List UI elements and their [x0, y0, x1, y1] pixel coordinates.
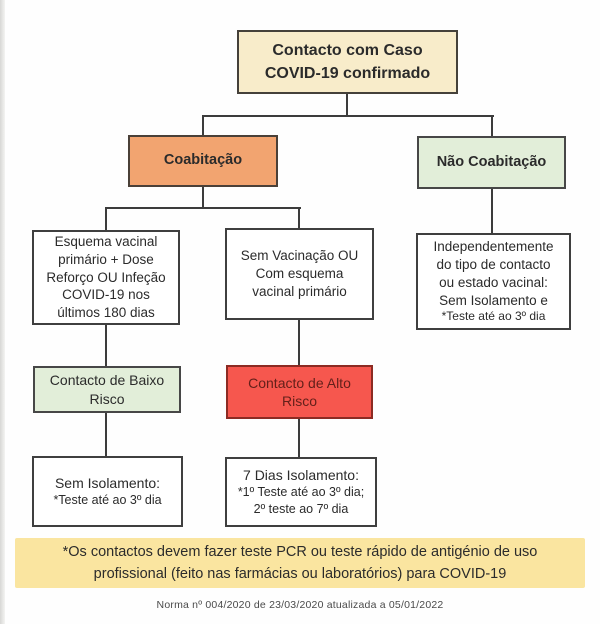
condition-note-text: *Teste até ao 3º dia — [441, 309, 546, 324]
connector-line — [491, 115, 493, 136]
connector-line — [298, 207, 300, 228]
title-box: Contacto com Caso COVID-19 confirmado — [237, 30, 458, 94]
outcome-low-title: Sem Isolamento: — [54, 474, 161, 491]
branch-nao-coabitacao: Não Coabitação — [417, 136, 566, 189]
connector-line — [202, 115, 204, 135]
footnote-banner: *Os contactos devem fazer teste PCR ou t… — [15, 538, 585, 588]
outcome-high-title: 7 Dias Isolamento: — [243, 466, 359, 483]
connector-line — [346, 94, 348, 117]
outcome-high-note: *1º Teste até ao 3º dia; 2º teste ao 7º … — [237, 485, 365, 517]
risk-box-high: Contacto de Alto Risco — [226, 365, 373, 419]
risk-box-low: Contacto de Baixo Risco — [33, 366, 181, 413]
condition-box-any-contact: Independentemente do tipo de contacto ou… — [416, 233, 571, 330]
connector-line — [298, 320, 300, 365]
connector-line — [298, 419, 300, 457]
connector-line — [203, 115, 494, 117]
condition-box-unvaccinated: Sem Vacinação OU Com esquema vacinal pri… — [225, 228, 374, 320]
connector-line — [105, 413, 107, 456]
branch-coabitacao: Coabitação — [128, 135, 278, 187]
connector-line — [202, 187, 204, 209]
norm-reference: Norma nº 004/2020 de 23/03/2020 atualiza… — [156, 599, 444, 611]
outcome-box-high: 7 Dias Isolamento: *1º Teste até ao 3º d… — [225, 457, 377, 527]
condition-main-text: Independentemente do tipo de contacto ou… — [433, 239, 554, 308]
connector-line — [105, 207, 301, 209]
outcome-box-low: Sem Isolamento: *Teste até ao 3º dia — [32, 456, 183, 527]
photo-edge-strip — [0, 0, 5, 624]
connector-line — [105, 325, 107, 366]
connector-line — [105, 207, 107, 230]
outcome-low-note: *Teste até ao 3º dia — [53, 493, 162, 508]
connector-line — [491, 189, 493, 233]
condition-box-vaccinated: Esquema vacinal primário + Dose Reforço … — [32, 230, 180, 325]
